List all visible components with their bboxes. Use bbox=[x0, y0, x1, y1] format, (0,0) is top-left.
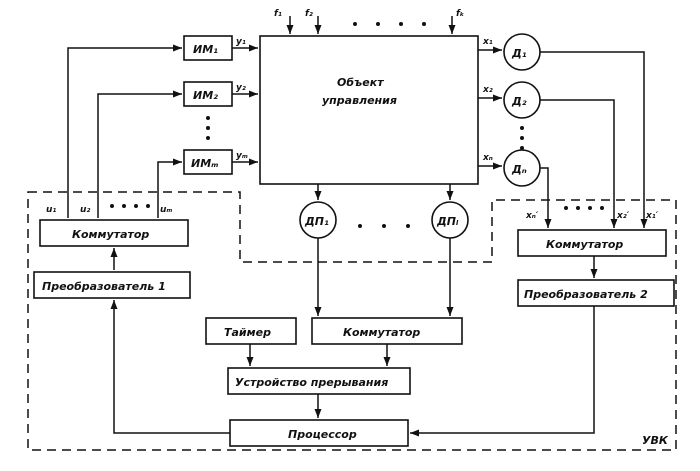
interrupt-unit-block bbox=[227, 367, 411, 395]
actuator-im1-label: ИМ₁ bbox=[193, 43, 218, 56]
control-object-block bbox=[259, 35, 479, 185]
commutator-right-label: Коммутатор bbox=[546, 238, 623, 251]
sensor-dpl-label: ДПₗ bbox=[436, 215, 459, 228]
signal-x1-prime: x₁′ bbox=[645, 211, 659, 221]
signal-fk: fₖ bbox=[456, 9, 465, 19]
control-object-label-line2: управления bbox=[322, 94, 397, 107]
sensor-d1-label: Д₁ bbox=[511, 47, 527, 60]
actuator-im1-block bbox=[183, 35, 233, 61]
signal-u1: u₁ bbox=[46, 205, 56, 215]
signal-x2: x₂ bbox=[482, 85, 493, 95]
signal-x1: x₁ bbox=[482, 37, 493, 47]
uvk-label: УВК bbox=[642, 434, 669, 447]
commutator-center-label: Коммутатор bbox=[343, 326, 420, 339]
signal-xn: xₙ bbox=[482, 153, 493, 163]
commutator-center-block bbox=[311, 317, 463, 345]
actuator-imm-label: ИМₘ bbox=[191, 157, 218, 170]
interrupt-unit-label: Устройство прерывания bbox=[235, 376, 388, 389]
actuator-im2-label: ИМ₂ bbox=[193, 89, 218, 102]
signal-y1: y₁ bbox=[236, 37, 246, 47]
converter-2-block bbox=[517, 279, 675, 307]
sensor-d2-label: Д₂ bbox=[511, 95, 527, 108]
signal-f2: f₂ bbox=[305, 9, 313, 19]
signal-ym: yₘ bbox=[236, 151, 248, 161]
sensor-dn-label: Дₙ bbox=[511, 163, 527, 176]
commutator-right-block bbox=[517, 229, 667, 257]
commutator-left-block bbox=[39, 219, 189, 247]
control-object-label-line1: Объект bbox=[337, 76, 384, 89]
timer-label: Таймер bbox=[224, 326, 271, 339]
processor-block bbox=[229, 419, 409, 447]
uvk-boundary bbox=[27, 191, 677, 451]
timer-block bbox=[205, 317, 297, 345]
converter-2-label: Преобразователь 2 bbox=[524, 288, 648, 301]
signal-x2-prime: x₂′ bbox=[616, 211, 630, 221]
signal-y2: y₂ bbox=[236, 83, 246, 93]
commutator-left-label: Коммутатор bbox=[72, 228, 149, 241]
converter-1-label: Преобразователь 1 bbox=[42, 280, 166, 293]
signal-um: uₘ bbox=[160, 205, 172, 215]
signal-xn-prime: xₙ′ bbox=[525, 211, 539, 221]
signal-f1: f₁ bbox=[274, 9, 282, 19]
signal-u2: u₂ bbox=[80, 205, 90, 215]
sensor-dp1-label: ДП₁ bbox=[304, 215, 329, 228]
converter-1-block bbox=[33, 271, 191, 299]
actuator-imm-block bbox=[183, 149, 233, 175]
processor-label: Процессор bbox=[288, 428, 357, 441]
